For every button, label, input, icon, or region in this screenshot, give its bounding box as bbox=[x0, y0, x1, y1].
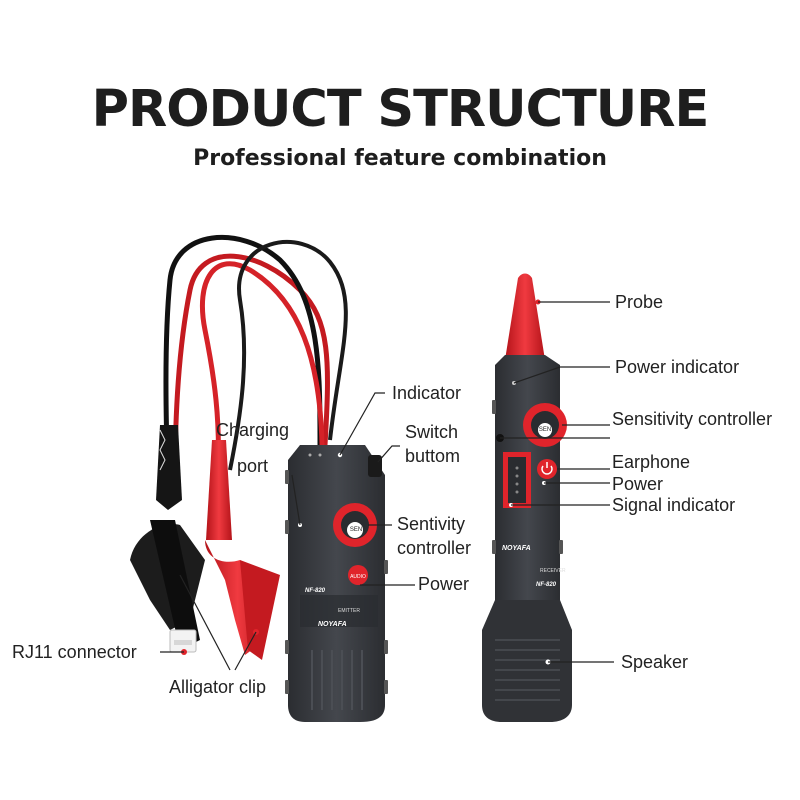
page-title: PRODUCT STRUCTURE bbox=[91, 80, 710, 139]
emitter-type: EMITTER bbox=[338, 608, 360, 614]
label-indicator: Indicator bbox=[392, 383, 462, 403]
label-signal-indicator: Signal indicator bbox=[612, 495, 736, 515]
emitter-dial-text: SEN bbox=[350, 527, 362, 533]
label-alligator-clip: Alligator clip bbox=[169, 677, 267, 697]
emitter-device bbox=[285, 445, 388, 722]
label-sensitivity-controller: Sensitivity controller bbox=[612, 409, 773, 429]
label-receiver-power: Power bbox=[612, 474, 664, 494]
rj11-connector bbox=[169, 629, 197, 655]
label-earphone: Earphone bbox=[612, 452, 691, 472]
label-rj11-connector: RJ11 connector bbox=[12, 642, 137, 662]
receiver-dial-text: SEN bbox=[539, 427, 551, 433]
label-charging-port-line2: port bbox=[237, 456, 269, 476]
label-sentivity-line1: Sentivity bbox=[397, 514, 466, 534]
receiver-type: RECEIVER bbox=[540, 568, 566, 574]
leader-lines bbox=[160, 301, 614, 671]
label-charging-port-line1: Charging bbox=[216, 420, 290, 440]
label-power-indicator: Power indicator bbox=[615, 357, 740, 377]
label-emitter-power: Power bbox=[418, 574, 470, 594]
label-sentivity-line2: controller bbox=[397, 538, 472, 558]
emitter-brand: NOYAFA bbox=[318, 621, 347, 628]
receiver-brand: NOYAFA bbox=[502, 545, 531, 552]
page-subtitle: Professional feature combination bbox=[193, 146, 607, 171]
label-speaker: Speaker bbox=[621, 652, 689, 672]
receiver-device bbox=[482, 273, 572, 722]
label-switch-line2: buttom bbox=[405, 446, 461, 466]
receiver-model: NF-820 bbox=[536, 582, 557, 588]
label-probe: Probe bbox=[615, 292, 664, 312]
label-switch-line1: Switch bbox=[405, 422, 459, 442]
red-alligator-clip bbox=[205, 440, 280, 660]
emitter-audio-button[interactable]: AUDIO bbox=[350, 574, 366, 580]
black-clip bbox=[130, 425, 205, 650]
emitter-model: NF-820 bbox=[305, 588, 326, 594]
test-cables bbox=[163, 235, 348, 481]
